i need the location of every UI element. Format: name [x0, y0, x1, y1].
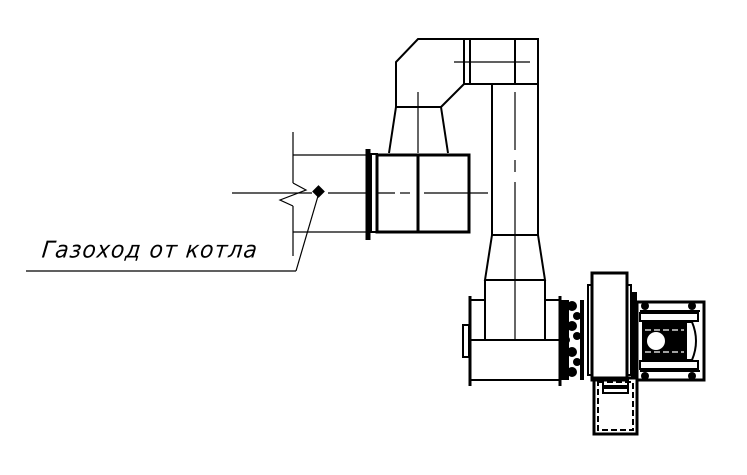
callout-point-marker	[312, 185, 325, 198]
fan-inlet-flange-bolts	[561, 300, 584, 380]
callout-leader	[26, 195, 319, 272]
upper-reducer	[388, 92, 449, 154]
horizontal-duct-section	[365, 149, 488, 240]
fan-motor	[635, 300, 706, 382]
elbow-90	[395, 38, 539, 108]
lower-reducer	[483, 234, 547, 340]
smoke-exhauster-fan	[587, 271, 637, 382]
boiler-flue-duct	[232, 132, 370, 256]
vertical-riser-duct	[491, 84, 539, 340]
fan-outlet	[592, 376, 639, 436]
fan-inlet-box	[462, 296, 562, 386]
callout-label-flue-duct-from-boiler: Газоход от котла	[40, 237, 260, 264]
